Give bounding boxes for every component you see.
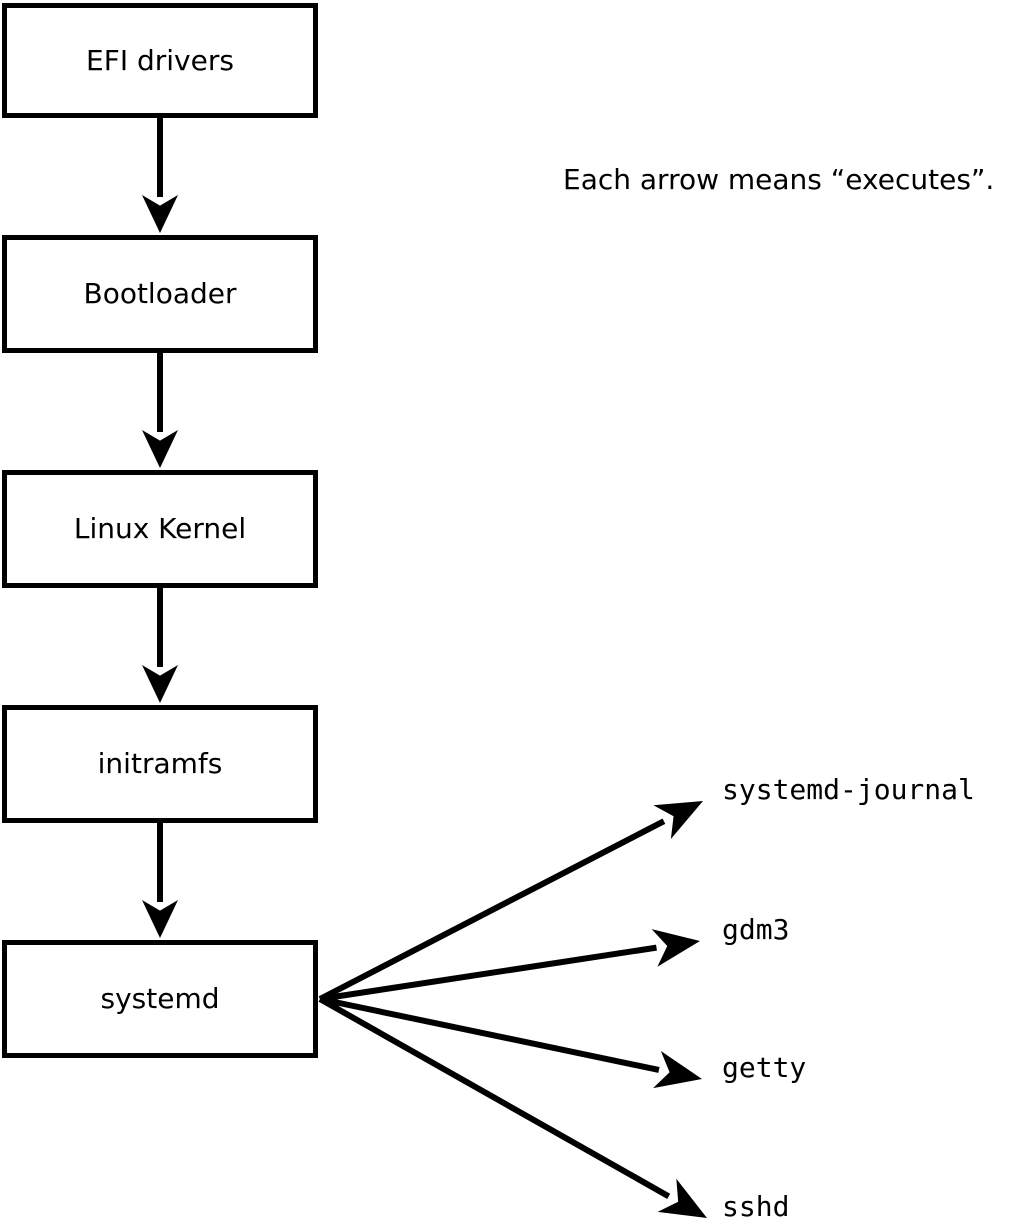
leaf-label-gdm3[interactable]: gdm3	[722, 913, 790, 946]
arrow-kernel-to-initramfs	[142, 588, 178, 703]
node-label-bootloader: Bootloader	[83, 277, 237, 310]
annotation-text: Each arrow means “executes”.	[563, 163, 995, 196]
node-box-systemd[interactable]: systemd	[2, 940, 318, 1058]
arrow-systemd-to-getty	[319, 996, 702, 1089]
arrow-systemd-to-gdm3	[319, 929, 700, 1002]
node-box-efi-drivers[interactable]: EFI drivers	[2, 3, 318, 118]
node-label-efi-drivers: EFI drivers	[86, 43, 234, 77]
node-label-initramfs: initramfs	[97, 747, 223, 780]
fanout-edge-group	[318, 801, 707, 1218]
arrow-initramfs-to-systemd	[142, 823, 178, 938]
arrow-bootloader-to-kernel	[142, 353, 178, 468]
leaf-label-sshd[interactable]: sshd	[722, 1190, 790, 1223]
node-box-initramfs[interactable]: initramfs	[2, 705, 318, 823]
node-box-bootloader[interactable]: Bootloader	[2, 235, 318, 353]
arrow-systemd-to-sshd	[318, 996, 707, 1218]
node-label-linux-kernel: Linux Kernel	[73, 512, 247, 545]
arrow-efi-to-bootloader	[142, 118, 178, 233]
node-box-linux-kernel[interactable]: Linux Kernel	[2, 470, 318, 588]
leaf-label-getty[interactable]: getty	[722, 1051, 807, 1084]
leaf-label-systemd-journal[interactable]: systemd-journal	[722, 773, 975, 806]
arrow-systemd-to-systemd-journal	[318, 801, 703, 1002]
node-label-systemd: systemd	[100, 982, 220, 1015]
